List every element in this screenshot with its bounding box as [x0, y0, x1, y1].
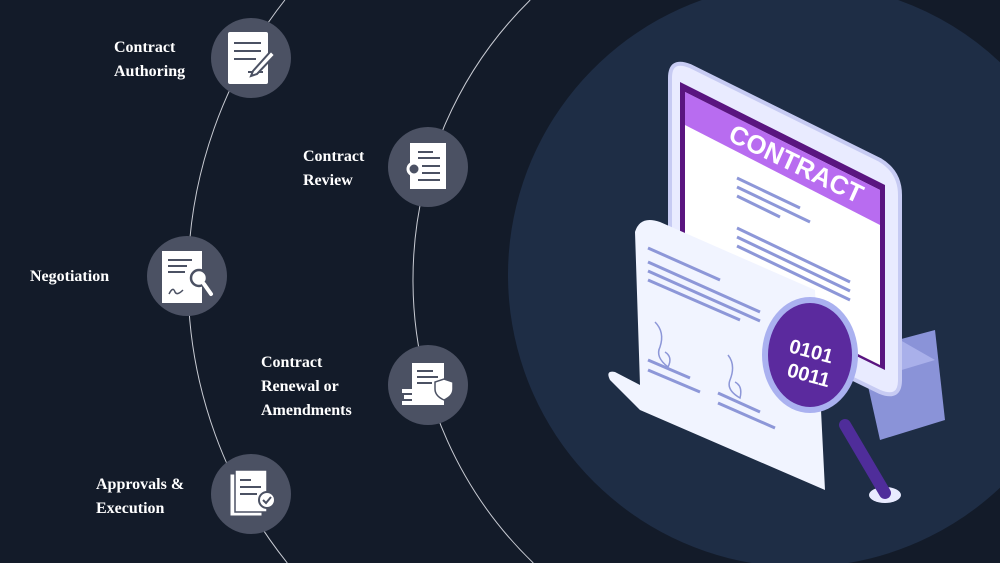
step-label-approvals-execution: Approvals & Execution — [96, 473, 184, 521]
label-line: Authoring — [114, 63, 186, 80]
document-pen-icon — [228, 32, 277, 84]
label-line: Review — [303, 172, 353, 189]
label-line: Renewal or — [261, 378, 339, 395]
label-line: Contract — [261, 354, 323, 371]
label-line: Execution — [96, 500, 165, 517]
inner-arc — [412, 0, 534, 563]
document-magnifier-icon — [162, 251, 213, 303]
document-check-icon — [229, 469, 276, 517]
step-node-negotiation[interactable] — [147, 236, 227, 316]
label-line: Negotiation — [30, 268, 110, 285]
step-label-negotiation: Negotiation — [30, 265, 109, 289]
label-line: Amendments — [261, 402, 352, 419]
step-node-contract-review[interactable] — [388, 127, 468, 207]
step-label-contract-renewal: Contract Renewal or Amendments — [261, 351, 352, 423]
document-shield-icon — [402, 363, 454, 405]
step-node-contract-renewal[interactable] — [388, 345, 468, 425]
contract-illustration: CONTRACT 0101 0011 — [608, 61, 945, 503]
step-label-contract-review: Contract Review — [303, 145, 364, 193]
document-gear-icon — [406, 143, 446, 189]
step-label-contract-authoring: Contract Authoring — [114, 36, 185, 84]
label-line: Contract — [114, 39, 176, 56]
label-line: Contract — [303, 148, 365, 165]
step-node-approvals-execution[interactable] — [211, 454, 291, 534]
label-line: Approvals & — [96, 476, 185, 493]
step-node-contract-authoring[interactable] — [211, 18, 291, 98]
